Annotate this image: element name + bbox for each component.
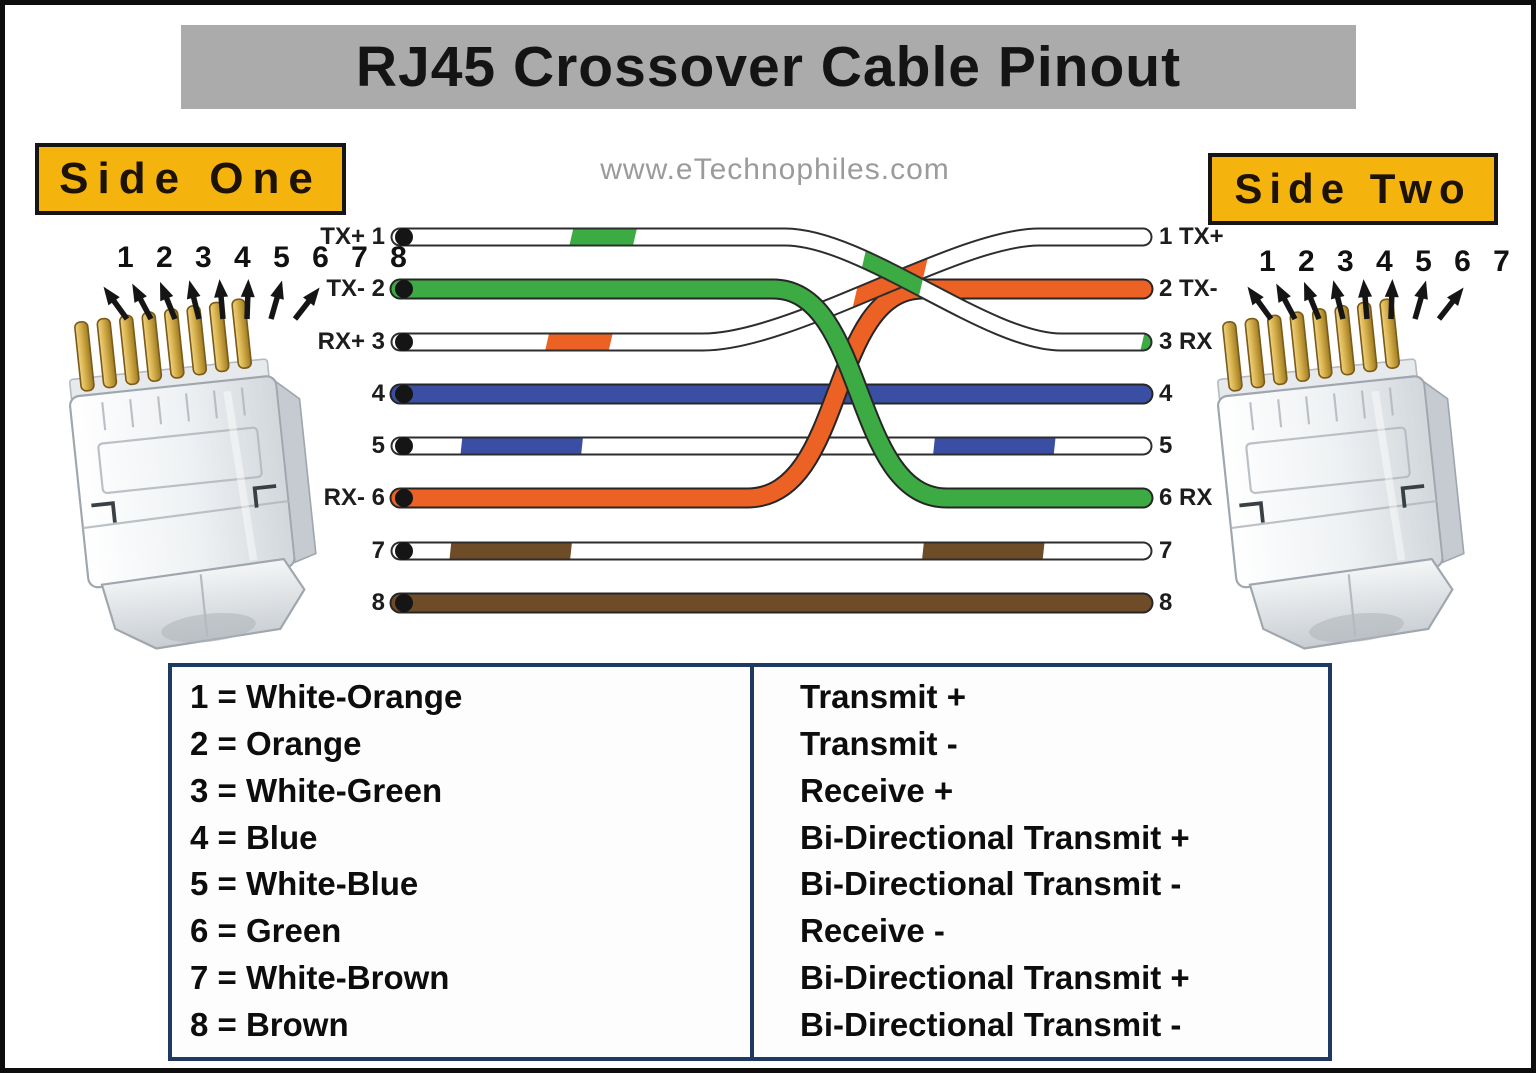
wire-label-right-6: 6 RX — [1159, 484, 1213, 511]
wire-label-left-1: TX+ 1 — [320, 223, 385, 250]
legend-pin-color-1: 1 = White-Orange — [190, 678, 463, 716]
wire-label-right-1: 1 TX+ — [1159, 223, 1224, 250]
wire-label-right-2: 2 TX- — [1159, 275, 1218, 302]
wiring-diagram — [5, 227, 1536, 1073]
wire-label-right-8: 8 — [1159, 589, 1173, 616]
legend-signal-4: Bi-Directional Transmit + — [800, 818, 1190, 856]
legend-pin-color-2: 2 = Orange — [190, 725, 362, 763]
legend-signal-2: Transmit - — [800, 725, 958, 763]
legend-signal-3: Receive + — [800, 771, 954, 809]
legend-pin-colors-column: 1 = White-Orange 2 = Orange 3 = White-Gr… — [172, 667, 754, 1057]
pin-dots — [395, 228, 413, 612]
legend-pin-color-7: 7 = White-Brown — [190, 958, 450, 996]
side-two-label: Side Two — [1208, 153, 1498, 225]
wire-white-green-1-to-3 — [392, 229, 1151, 350]
wire-label-right-5: 5 — [1159, 432, 1173, 459]
wire-label-left-8: 8 — [371, 589, 385, 616]
page-title: RJ45 Crossover Cable Pinout — [355, 35, 1182, 99]
side-one-label: Side One — [35, 143, 346, 215]
wire-label-left-5: 5 — [371, 432, 385, 459]
legend-pin-color-6: 6 = Green — [190, 912, 342, 950]
wire-label-left-4: 4 — [371, 380, 385, 407]
legend-pin-color-8: 8 = Brown — [190, 1005, 349, 1043]
legend-table: 1 = White-Orange 2 = Orange 3 = White-Gr… — [168, 663, 1332, 1061]
legend-pin-color-4: 4 = Blue — [190, 818, 318, 856]
wire-label-right-7: 7 — [1159, 537, 1173, 564]
title-bar: RJ45 Crossover Cable Pinout — [181, 25, 1356, 109]
wire-label-right-3: 3 RX — [1159, 328, 1213, 355]
legend-pin-color-5: 5 = White-Blue — [190, 865, 419, 903]
watermark-url: www.eTechnophiles.com — [600, 153, 950, 186]
legend-signal-1: Transmit + — [800, 678, 966, 716]
wire-label-left-2: TX- 2 — [326, 275, 385, 302]
legend-signal-8: Bi-Directional Transmit - — [800, 1005, 1182, 1043]
legend-pin-color-3: 3 = White-Green — [190, 771, 443, 809]
wire-label-right-4: 4 — [1159, 380, 1173, 407]
wires — [389, 227, 1154, 614]
wire-label-left-7: 7 — [371, 537, 385, 564]
wire-white-orange-3-to-1 — [392, 229, 1151, 350]
wire-label-left-3: RX+ 3 — [317, 328, 385, 355]
legend-signals-column: Transmit + Transmit - Receive + Bi-Direc… — [754, 667, 1328, 1057]
wire-label-left-6: RX- 6 — [323, 484, 385, 511]
legend-signal-6: Receive - — [800, 912, 945, 950]
wire-orange-6-to-2 — [391, 280, 1152, 507]
legend-signal-7: Bi-Directional Transmit + — [800, 958, 1190, 996]
wire-green-2-to-6 — [391, 280, 1152, 507]
legend-signal-5: Bi-Directional Transmit - — [800, 865, 1182, 903]
